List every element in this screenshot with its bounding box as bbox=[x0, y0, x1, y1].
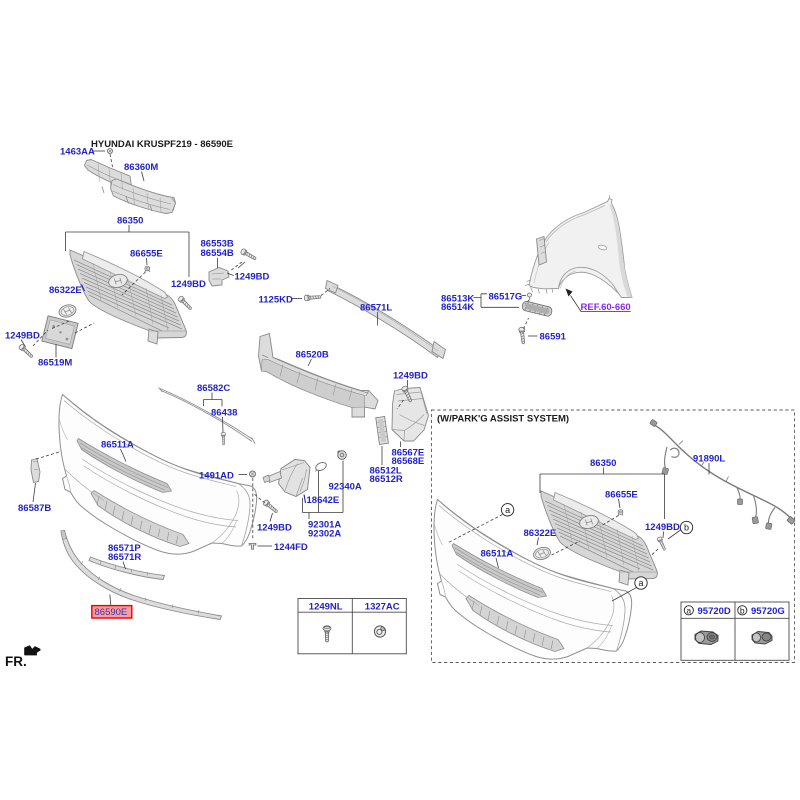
svg-text:86512L: 86512L bbox=[370, 466, 402, 477]
svg-text:92340A: 92340A bbox=[329, 482, 362, 493]
svg-text:1249BD: 1249BD bbox=[235, 272, 270, 283]
svg-text:86519M: 86519M bbox=[38, 358, 72, 369]
svg-text:1249BD: 1249BD bbox=[171, 279, 206, 290]
svg-text:86554B: 86554B bbox=[201, 248, 234, 259]
svg-text:86513K: 86513K bbox=[441, 294, 474, 305]
svg-text:1491AD: 1491AD bbox=[199, 471, 234, 482]
svg-text:86438: 86438 bbox=[211, 408, 237, 419]
svg-text:b: b bbox=[740, 605, 745, 615]
svg-text:86571P: 86571P bbox=[108, 543, 141, 554]
svg-text:86350: 86350 bbox=[590, 458, 616, 469]
svg-text:86590E: 86590E bbox=[95, 607, 128, 618]
svg-text:1244FD: 1244FD bbox=[274, 542, 308, 553]
svg-text:a: a bbox=[686, 605, 691, 615]
svg-text:18642E: 18642E bbox=[307, 495, 340, 506]
svg-text:91890L: 91890L bbox=[693, 454, 725, 465]
svg-text:86350: 86350 bbox=[117, 216, 143, 227]
svg-text:86582C: 86582C bbox=[197, 383, 230, 394]
svg-text:92301A: 92301A bbox=[308, 520, 341, 531]
svg-text:1249BD: 1249BD bbox=[5, 331, 40, 342]
svg-text:86655E: 86655E bbox=[605, 490, 638, 501]
svg-text:1249BD: 1249BD bbox=[393, 371, 428, 382]
svg-text:86567E: 86567E bbox=[392, 448, 425, 459]
svg-text:86571R: 86571R bbox=[108, 552, 141, 563]
svg-text:95720G: 95720G bbox=[751, 606, 785, 617]
svg-text:1249NL: 1249NL bbox=[309, 601, 343, 612]
svg-text:86360M: 86360M bbox=[124, 162, 158, 173]
svg-text:1327AC: 1327AC bbox=[365, 601, 400, 612]
svg-text:a: a bbox=[505, 505, 510, 515]
svg-text:86553B: 86553B bbox=[201, 239, 234, 250]
svg-text:1249BD: 1249BD bbox=[645, 522, 680, 533]
svg-text:86587B: 86587B bbox=[18, 503, 51, 514]
svg-text:REF.60-660: REF.60-660 bbox=[581, 302, 631, 313]
svg-text:1125KD: 1125KD bbox=[259, 295, 293, 306]
svg-text:86512R: 86512R bbox=[370, 474, 403, 485]
svg-text:86322E: 86322E bbox=[524, 528, 557, 539]
svg-text:86517G: 86517G bbox=[489, 292, 523, 303]
svg-text:(W/PARK'G ASSIST SYSTEM): (W/PARK'G ASSIST SYSTEM) bbox=[437, 414, 569, 425]
svg-text:86520B: 86520B bbox=[296, 350, 329, 361]
svg-text:86511A: 86511A bbox=[481, 549, 514, 560]
svg-text:1463AA: 1463AA bbox=[60, 147, 95, 158]
svg-text:86514K: 86514K bbox=[441, 302, 474, 313]
svg-text:86511A: 86511A bbox=[101, 440, 134, 451]
svg-text:b: b bbox=[684, 523, 689, 533]
svg-text:86322E: 86322E bbox=[49, 285, 82, 296]
svg-text:1249BD: 1249BD bbox=[257, 523, 292, 534]
svg-text:86591: 86591 bbox=[540, 332, 567, 343]
svg-text:86655E: 86655E bbox=[130, 249, 163, 260]
svg-text:86571L: 86571L bbox=[360, 303, 392, 314]
svg-text:95720D: 95720D bbox=[698, 606, 731, 617]
svg-text:a: a bbox=[638, 578, 643, 588]
svg-text:FR.: FR. bbox=[5, 654, 27, 669]
svg-text:86568E: 86568E bbox=[392, 456, 425, 467]
svg-text:HYUNDAI KRUSPF219 - 86590E: HYUNDAI KRUSPF219 - 86590E bbox=[91, 139, 233, 150]
svg-text:92302A: 92302A bbox=[308, 529, 341, 540]
